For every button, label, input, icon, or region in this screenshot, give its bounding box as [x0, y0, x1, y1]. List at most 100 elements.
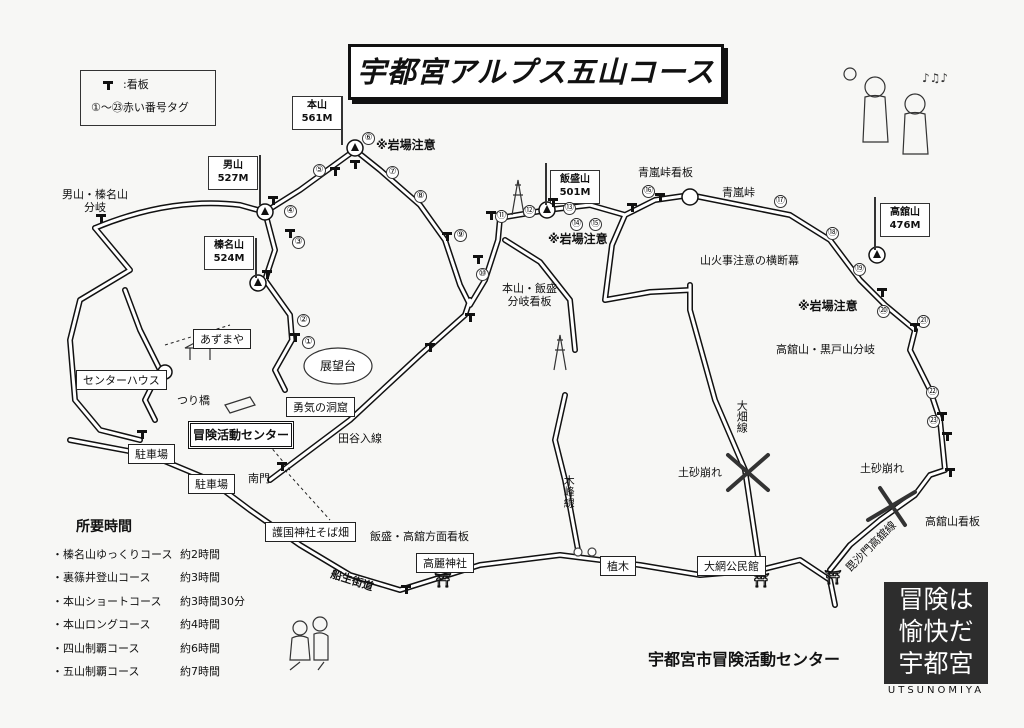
logo-line: 宇都宮 — [898, 649, 974, 678]
azumaya-box: あずまや — [193, 329, 251, 349]
branch-label: 高舘山・黒戸山分岐 — [776, 343, 875, 356]
rock-warning: ※岩場注意 — [798, 299, 858, 313]
logo-line: 冒険は — [898, 585, 974, 614]
center-house-box: センターハウス — [76, 370, 167, 390]
course-name: ・本山ショートコース — [52, 594, 162, 608]
rock-warning: ※岩場注意 — [376, 138, 436, 152]
signboard-icon — [465, 313, 475, 322]
observatory-bubble — [303, 347, 373, 385]
signboard-icon — [262, 270, 272, 279]
tree-icon — [573, 547, 583, 557]
summit-triangle-icon — [351, 143, 359, 151]
tag-11: ⑪ — [495, 210, 508, 223]
seiran-sign-label: 青嵐峠看板 — [638, 166, 693, 179]
seiran-loop — [602, 212, 693, 303]
tag-20: ⑳ — [877, 305, 890, 318]
legend-tag-label: ①〜㉓赤い番号タグ — [91, 101, 189, 114]
tag-7: ⑦ — [386, 166, 399, 179]
tag-1: ① — [302, 336, 315, 349]
parking-box: 駐車場 — [188, 474, 235, 494]
ueki-box: 植木 — [600, 556, 636, 576]
shrine-icon: ⛩ — [434, 572, 452, 589]
course-time: 約2時間 — [180, 547, 220, 561]
tag-5: ⑤ — [313, 164, 326, 177]
svg-text:♪♫♪: ♪♫♪ — [922, 71, 948, 85]
road-label: 田谷入線 — [338, 432, 382, 445]
landslide-x-icon — [866, 486, 917, 527]
signboard-icon — [277, 462, 287, 471]
course-row: ・本山ロングコース 約4時間 — [52, 613, 245, 637]
shrine-icon: ⛩ — [824, 569, 842, 586]
peak-name: 飯盛山 — [560, 174, 590, 185]
tag-6: ⑥ — [362, 132, 375, 145]
landslide-x-icon — [726, 453, 770, 492]
signboard-icon — [425, 343, 435, 352]
course-row: ・四山制覇コース約6時間 — [52, 636, 245, 660]
course-time: 約3時間30分 — [180, 594, 245, 608]
tag-21: ㉑ — [917, 315, 930, 328]
dashed-path — [284, 469, 331, 521]
signboard-icon — [910, 323, 920, 332]
tag-3: ③ — [292, 236, 305, 249]
tag-18: ⑱ — [826, 227, 839, 240]
signboard-icon — [290, 333, 300, 342]
tag-4: ④ — [284, 205, 297, 218]
course-row: ・裏篠井登山コース 約3時間 — [52, 566, 245, 590]
course-name: ・榛名山ゆっくりコース — [52, 547, 173, 561]
tag-15: ⑮ — [589, 218, 602, 231]
junction-label: 男山・榛名山 分岐 — [62, 188, 128, 215]
takadate-sign-label: 高舘山看板 — [925, 515, 980, 528]
tag-10: ⑩ — [476, 268, 489, 281]
signboard-icon — [942, 432, 952, 441]
course-name: ・裏篠井登山コース — [52, 571, 151, 585]
fire-banner-label: 山火事注意の横断幕 — [700, 254, 799, 267]
seiran-pass-label: 青嵐峠 — [722, 186, 755, 199]
korai-shrine-box: 高麗神社 — [416, 553, 474, 573]
parking-box: 駐車場 — [128, 444, 175, 464]
signboard-icon — [350, 160, 360, 169]
course-name: ・五山制覇コース — [52, 665, 140, 679]
legend-sign-label: :看板 — [123, 78, 149, 91]
left-loop-2 — [122, 287, 163, 423]
course-time: 約3時間 — [180, 571, 220, 585]
logo: 冒険は 愉快だ 宇都宮 — [884, 582, 988, 684]
logo-subtitle: UTSUNOMIYA — [887, 685, 985, 696]
course-row: ・本山ショートコース 約3時間30分 — [52, 589, 245, 613]
peak-name: 榛名山 — [214, 240, 244, 251]
signboard-icon — [96, 214, 106, 223]
tag-8: ⑧ — [414, 190, 427, 203]
signboard-icon — [877, 288, 887, 297]
road-label: 木峰線 — [562, 475, 576, 508]
junction-sign-label: 本山・飯盛 分岐看板 — [502, 282, 557, 309]
peak-elevation: 561M — [301, 113, 333, 124]
hikers-illustration: ♪♫♪ — [843, 67, 948, 155]
peak-name: 高舘山 — [890, 207, 920, 218]
tag-14: ⑭ — [570, 218, 583, 231]
bridge-label: つり橋 — [177, 394, 210, 407]
course-time: 約6時間 — [180, 641, 220, 655]
course-time: 約4時間 — [180, 618, 220, 632]
course-name: ・本山ロングコース — [52, 618, 151, 632]
road-label: 大畑線 — [735, 400, 749, 433]
pylon-icon — [511, 179, 525, 216]
tag-13: ⑬ — [563, 202, 576, 215]
gokoku-box: 護国神社そば畑 — [265, 522, 356, 542]
signboard-icon — [548, 198, 558, 207]
signboard-icon — [401, 585, 411, 594]
signboard-icon — [473, 255, 483, 264]
shrine-icon: ⛩ — [752, 572, 770, 589]
main-trail — [92, 147, 948, 573]
tree-icon — [587, 547, 597, 557]
signboard-icon — [442, 232, 452, 241]
observatory-label: 展望台 — [320, 359, 357, 373]
tag-2: ② — [297, 314, 310, 327]
adventure-center-box: 冒険活動センター — [188, 421, 294, 449]
tag-12: ⑫ — [523, 205, 536, 218]
required-time-table: 所要時間 ・榛名山ゆっくりコース約2時間 ・裏篠井登山コース約3時間 ・本山ショ… — [52, 516, 245, 683]
signboard-icon — [945, 468, 955, 477]
signboard-icon — [486, 211, 496, 220]
signboard-icon — [627, 203, 637, 212]
